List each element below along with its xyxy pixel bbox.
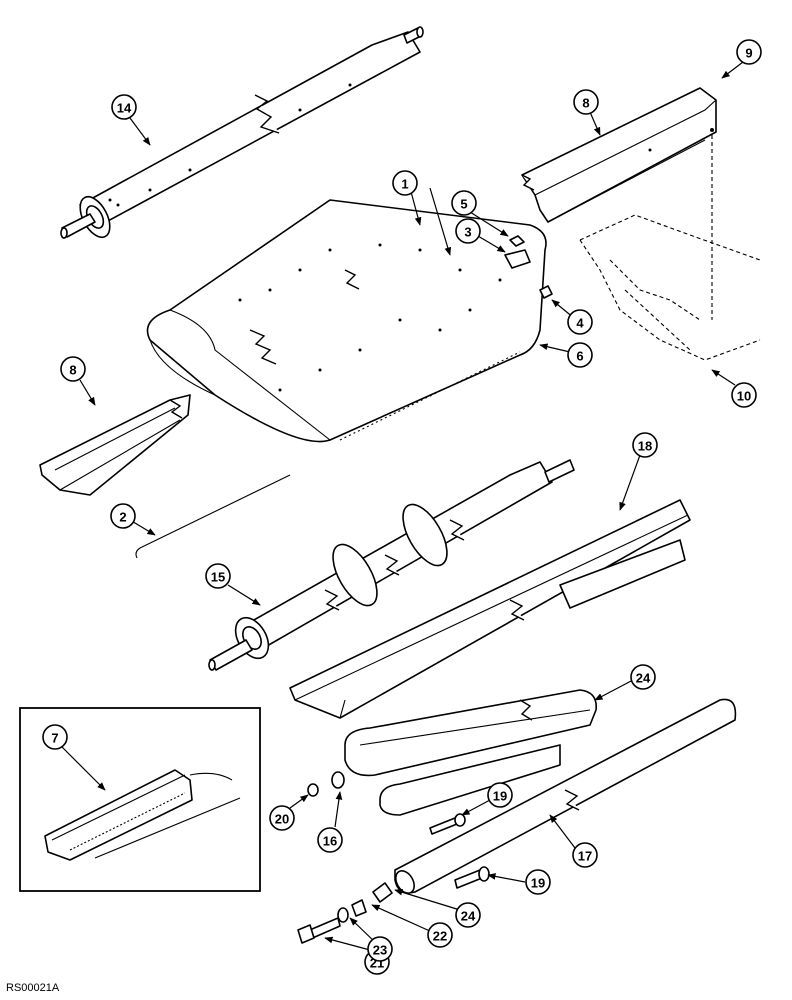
svg-text:16: 16 (323, 834, 337, 849)
callout-7: 7 (42, 724, 68, 750)
drawing-reference-code: RS00021A (6, 982, 60, 994)
inset-detail-box (19, 707, 261, 892)
svg-text:6: 6 (576, 349, 583, 364)
small-hardware (297, 771, 490, 944)
svg-text:9: 9 (745, 46, 752, 61)
svg-text:20: 20 (275, 812, 289, 827)
scraper-tube (394, 698, 737, 894)
callout-1: 1 (392, 170, 418, 196)
fastener-rod (135, 474, 291, 559)
callout-5: 5 (451, 190, 477, 216)
callout-23: 23 (367, 936, 393, 962)
scraper-angle (289, 499, 691, 719)
svg-text:14: 14 (117, 101, 132, 116)
svg-text:3: 3 (464, 225, 471, 240)
callout-9: 9 (736, 39, 762, 65)
svg-text:24: 24 (636, 671, 651, 686)
leader-lines (59, 61, 744, 951)
svg-text:15: 15 (211, 570, 225, 585)
svg-text:8: 8 (69, 363, 76, 378)
svg-text:2: 2 (119, 510, 126, 525)
svg-text:22: 22 (433, 929, 447, 944)
callout-10: 10 (731, 382, 757, 408)
svg-text:5: 5 (460, 197, 467, 212)
scraper-blade-upper (344, 689, 597, 816)
svg-text:4: 4 (576, 316, 584, 331)
upper-roller (60, 26, 424, 239)
lower-roller (208, 459, 575, 671)
callout-4: 4 (567, 309, 593, 335)
svg-text:10: 10 (737, 389, 751, 404)
upper-angle-bracket (521, 87, 717, 223)
callout-19-lower: 19 (525, 869, 551, 895)
callout-15: 15 (205, 563, 231, 589)
callout-24-upper: 24 (630, 664, 656, 690)
svg-text:18: 18 (638, 439, 652, 454)
svg-text:7: 7 (51, 731, 58, 746)
callout-14: 14 (111, 94, 137, 120)
lower-angle-bracket (39, 394, 191, 496)
callout-18: 18 (632, 432, 658, 458)
callout-6: 6 (567, 342, 593, 368)
callout-8-lower: 8 (60, 356, 86, 382)
svg-text:23: 23 (373, 943, 387, 958)
callout-17: 17 (572, 842, 598, 868)
svg-text:19: 19 (493, 789, 507, 804)
svg-text:24: 24 (461, 909, 476, 924)
callout-8-upper: 8 (573, 89, 599, 115)
callout-16: 16 (317, 827, 343, 853)
callout-19-upper: 19 (487, 782, 513, 808)
callout-3: 3 (455, 218, 481, 244)
belt-fastener-hardware (504, 235, 553, 299)
callout-22: 22 (427, 922, 453, 948)
svg-text:8: 8 (582, 96, 589, 111)
svg-text:1: 1 (401, 177, 408, 192)
callout-24-lower: 24 (455, 902, 481, 928)
svg-text:17: 17 (578, 849, 592, 864)
svg-text:19: 19 (531, 876, 545, 891)
callout-20: 20 (269, 805, 295, 831)
callout-2: 2 (110, 503, 136, 529)
frame-reference-outline (579, 135, 761, 361)
conveyor-belt (146, 199, 547, 443)
